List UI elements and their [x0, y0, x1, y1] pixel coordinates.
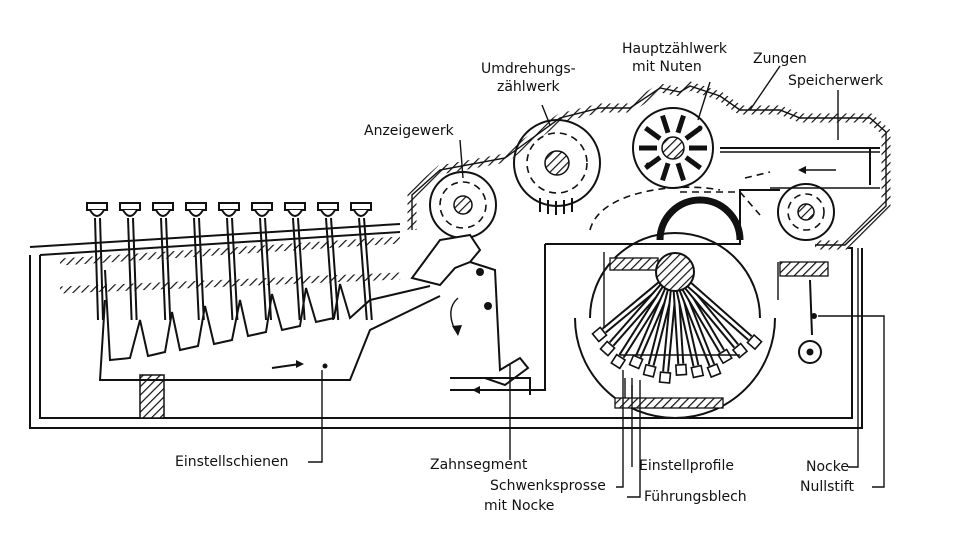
einstellprofile-sector: [574, 196, 829, 419]
nullstift-assembly: [798, 279, 822, 364]
speicherwerk-wheel: [770, 183, 880, 241]
label-hauptzaehlwerk-line1: Hauptzählwerk: [622, 41, 727, 57]
label-einstellprofile: Einstellprofile: [639, 458, 735, 474]
label-hauptzaehlwerk-line2: mit Nuten: [632, 59, 702, 75]
label-nocke: Nocke: [806, 459, 849, 475]
umdrehungszaehlwerk-wheel: [513, 119, 601, 215]
label-speicherwerk: Speicherwerk: [788, 73, 884, 89]
label-fuehrungsblech: Führungsblech: [644, 489, 747, 505]
setting-racks: [98, 269, 441, 381]
groove: [660, 162, 671, 182]
label-umdrehungszaehlwerk-line1: Umdrehungs-: [481, 61, 576, 77]
key-2: [119, 202, 141, 321]
hauptzaehlwerk-wheel: [632, 107, 714, 189]
anzeigewerk-wheel: [429, 171, 497, 239]
frame-and-linkage: [410, 171, 780, 395]
label-nullstift: Nullstift: [800, 479, 854, 495]
key-3: [152, 202, 174, 321]
key-8: [317, 202, 340, 321]
leader-lines: [308, 65, 885, 498]
label-zahnsegment: Zahnsegment: [430, 457, 528, 473]
label-schwenksprosse-line1: Schwenksprosse: [490, 478, 606, 494]
label-zungen: Zungen: [753, 51, 807, 67]
groove: [644, 125, 662, 141]
label-anzeigewerk: Anzeigewerk: [364, 123, 454, 139]
key-6: [251, 202, 273, 321]
key-7: [284, 202, 306, 321]
label-einstellschienen: Einstellschienen: [175, 454, 289, 470]
zungen-rod: [720, 147, 880, 185]
label-schwenksprosse-line2: mit Nocke: [484, 498, 555, 514]
key-4: [185, 202, 207, 321]
groove: [660, 114, 671, 134]
groove: [675, 114, 686, 134]
keys-group: [86, 202, 373, 321]
key-1: [86, 202, 108, 321]
key-5: [218, 202, 240, 321]
groove: [684, 125, 702, 141]
label-umdrehungszaehlwerk-line2: zählwerk: [497, 79, 560, 95]
groove: [684, 155, 702, 171]
groove: [675, 162, 686, 182]
housing: [29, 81, 891, 429]
